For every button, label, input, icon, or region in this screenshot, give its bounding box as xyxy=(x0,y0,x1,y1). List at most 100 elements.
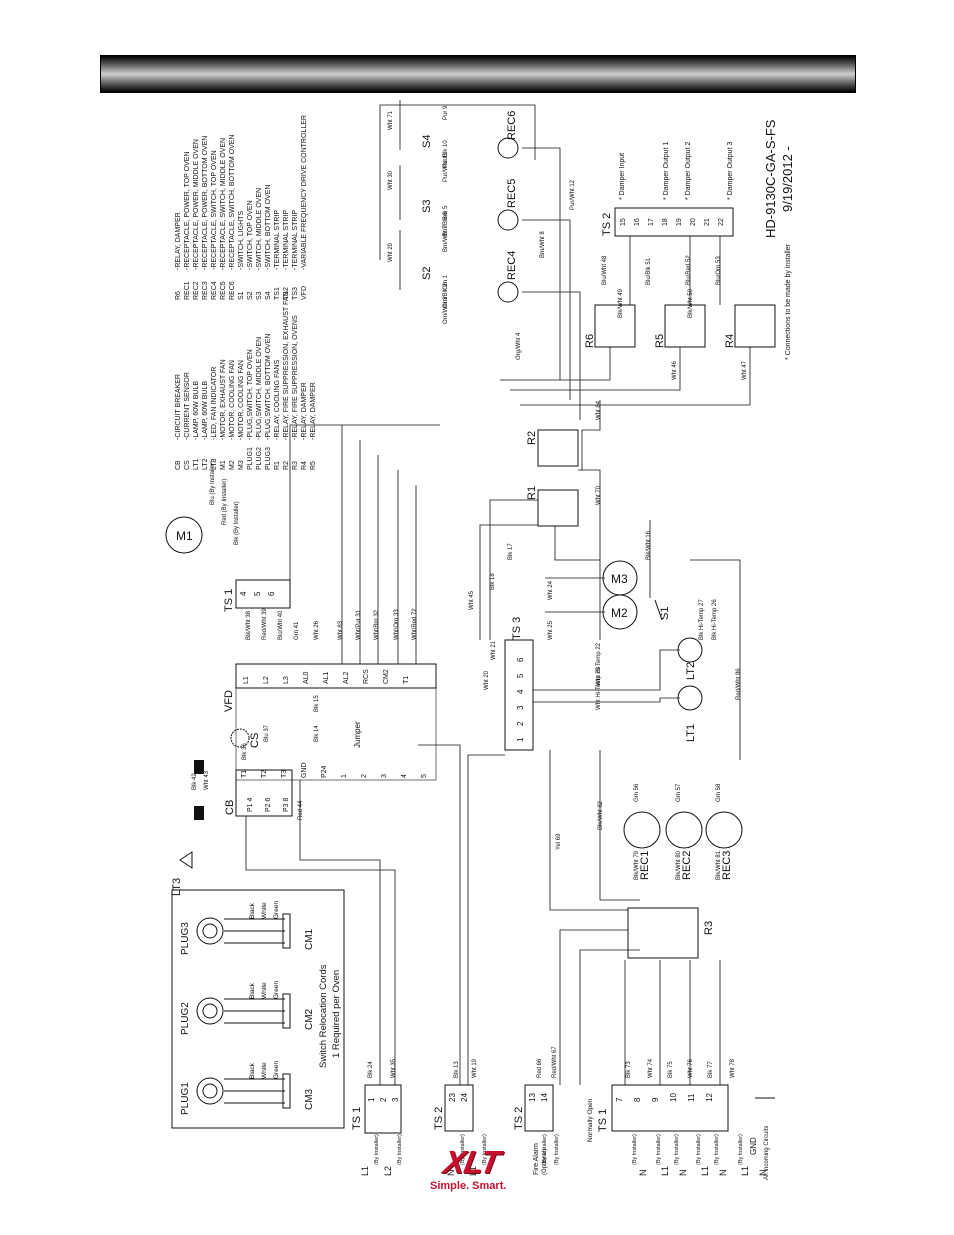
legend-code: S3 xyxy=(256,291,263,300)
header-bar xyxy=(100,55,856,93)
wire-label: Blk/Wht 50 xyxy=(688,288,694,318)
drawing-date: 9/19/2012 - xyxy=(780,146,795,212)
wire-label: Wht 71 xyxy=(388,110,394,130)
legend-code: LT3 xyxy=(211,458,218,470)
ts2-fire-alarm-strip: TS 2 Fire Alarm (Optional) Normally Open xyxy=(513,1084,594,1175)
svg-text:Jumper: Jumper xyxy=(353,721,362,748)
legend-code: M2 xyxy=(229,460,236,470)
terminal-number: 1 xyxy=(516,737,525,742)
wire-label: Blk 75 xyxy=(668,1061,674,1078)
current-sensor: CS xyxy=(230,728,261,748)
legend-description: -RELAY, COOLING FANS xyxy=(274,359,281,440)
svg-text:TS 2: TS 2 xyxy=(433,1107,445,1130)
wire-label: Wht 74 xyxy=(648,1058,654,1078)
legend-code: PLUG3 xyxy=(265,447,272,470)
r4-relay: R4 xyxy=(724,304,776,348)
terminal-number: 2 xyxy=(361,774,368,778)
cm1-label: CM1 xyxy=(304,928,315,950)
by-installer-label: (By Installer) xyxy=(542,1134,548,1165)
terminal-number: AL0 xyxy=(303,671,310,684)
svg-text:White: White xyxy=(261,1062,268,1079)
wire-label: Blk 17 xyxy=(508,543,514,560)
legend-description: -CURRENT SENSOR xyxy=(184,372,191,440)
wire-label: Wht Hi-Temp 22 xyxy=(596,642,602,686)
wire-label: Wht/Orn 33 xyxy=(394,609,400,640)
legend-description: -RECEPTACLE, SWITCH, TOP OVEN xyxy=(211,150,218,270)
svg-text:R5: R5 xyxy=(654,334,666,348)
installer-footnote: * Connections to be made by installer xyxy=(785,243,792,360)
m2-cooling-fan-motor: M2 xyxy=(602,594,638,630)
terminal-number: 3 xyxy=(391,1097,400,1102)
wire-label: Pur/Wht 12 xyxy=(570,179,576,210)
legend-description: -VARIABLE FREQUENCY DRIVE CONTROLLER xyxy=(301,115,308,270)
svg-text:VFD: VFD xyxy=(223,690,235,712)
terminal-number: CM2 xyxy=(383,669,390,684)
svg-text:Black: Black xyxy=(249,982,256,999)
wire-label: Wht 30 xyxy=(388,170,394,190)
terminal-number: 22 xyxy=(718,218,725,226)
drawing-number: HD-9130C-GA-S-FS xyxy=(763,119,778,238)
wire-label: Brn/Wht 8 xyxy=(540,231,546,258)
svg-text:LT2: LT2 xyxy=(685,662,697,680)
legend-code: LT1 xyxy=(193,458,200,470)
legend-code: S4 xyxy=(265,291,272,300)
cords-title: Switch Relocation Cords xyxy=(318,964,329,1068)
line-label: L1 xyxy=(360,1166,370,1176)
wire-label: Blk 42 xyxy=(192,773,198,790)
svg-text:S4: S4 xyxy=(421,135,433,148)
by-installer-label: (By Installer) xyxy=(554,1134,560,1165)
legend-description: -RECEPTACLE, POWER, MIDDLE OVEN xyxy=(193,139,200,270)
svg-text:* Damper Output 2: * Damper Output 2 xyxy=(685,142,692,200)
wire-paths xyxy=(245,100,751,1085)
legend-code: REC1 xyxy=(184,281,191,300)
wire-label: Red 44 xyxy=(298,800,304,820)
legend-code: REC5 xyxy=(220,281,227,300)
terminal-number: 19 xyxy=(676,218,683,226)
wire-label: Grn 41 xyxy=(294,621,300,640)
r2-relay: R2 xyxy=(526,429,579,467)
wire-label: Grn 57 xyxy=(676,783,682,802)
wire-label: Pur/Wht 11 xyxy=(443,152,449,182)
legend-code: PLUG1 xyxy=(247,447,254,470)
wire-label: Blk 24 xyxy=(368,1061,374,1078)
plug3-cord xyxy=(196,913,291,949)
svg-text:TS 2: TS 2 xyxy=(601,213,613,236)
line-label: N xyxy=(446,1170,456,1177)
svg-text:LT3: LT3 xyxy=(171,878,183,896)
legend-description: -PLUG,SWITCH, BOTTOM OVEN xyxy=(265,334,272,440)
terminal-number: 21 xyxy=(704,218,711,226)
legend-description: -PLUG,SWITCH, MIDDLE OVEN xyxy=(256,337,263,440)
wire-label: Blu 37 xyxy=(264,724,270,742)
legend-description: -LED, FAN INDICATOR xyxy=(211,367,218,440)
legend-code: LT2 xyxy=(202,458,209,470)
line-label: L1 xyxy=(468,1166,478,1176)
terminal-number: L3 xyxy=(283,676,290,684)
wire-label: Wht 76 xyxy=(688,1058,694,1078)
wire-label: Yel 69 xyxy=(556,833,562,850)
svg-text:REC4: REC4 xyxy=(506,251,518,280)
legend-code: R6 xyxy=(175,291,182,300)
svg-text:White: White xyxy=(261,902,268,919)
wire-label: Wht/Red 72 xyxy=(412,608,418,640)
wire-label: Blk 77 xyxy=(708,1061,714,1078)
terminal-number: 13 xyxy=(528,1093,537,1102)
by-installer-label: (By Installer) xyxy=(374,1134,380,1165)
svg-text:Green: Green xyxy=(273,981,280,999)
rec1-receptacle: REC1 xyxy=(623,811,661,880)
line-label: N xyxy=(678,1170,688,1177)
legend-code: VFD xyxy=(301,286,308,300)
r3-relay: R3 xyxy=(627,907,715,959)
cm2-label: CM2 xyxy=(304,1008,315,1030)
svg-text:M2: M2 xyxy=(611,606,628,620)
svg-text:* Damper Input: * Damper Input xyxy=(619,153,626,200)
legend-description: -SWITCH, LIGHTS xyxy=(238,211,245,270)
gnd-terminal: GND All Incoming Circuits xyxy=(749,1097,775,1180)
terminal-number: 1 xyxy=(341,774,348,778)
legend-description: -TERMINAL STRIP xyxy=(283,210,290,270)
svg-text:REC2: REC2 xyxy=(681,851,693,880)
m1-exhaust-fan-motor: M1 xyxy=(165,516,203,554)
wire-label: Wht 83 xyxy=(338,620,344,640)
plug3-label: PLUG3 xyxy=(180,922,191,955)
m3-cooling-fan-motor: M3 xyxy=(602,560,638,596)
